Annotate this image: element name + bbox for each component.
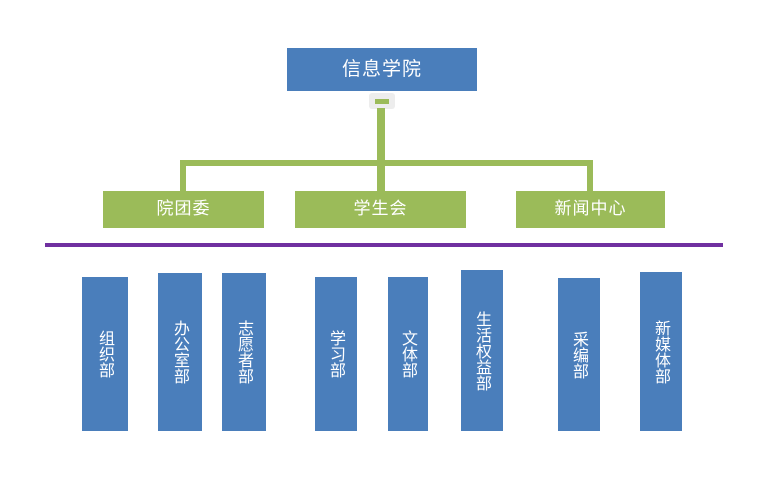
minus-icon bbox=[375, 98, 389, 104]
leaf-node-organization-dept[interactable]: 组织部 bbox=[82, 277, 128, 431]
leaf-node-arts-sports-dept[interactable]: 文体部 bbox=[388, 277, 428, 431]
branch-node-student-union[interactable]: 学生会 bbox=[295, 191, 466, 228]
connector-root-stem bbox=[377, 108, 385, 168]
leaf-node-new-media-dept[interactable]: 新媒体部 bbox=[640, 272, 682, 431]
connector-drop-branch-1 bbox=[180, 160, 186, 192]
connector-drop-branch-3 bbox=[587, 160, 593, 192]
section-divider bbox=[45, 243, 723, 247]
leaf-node-editorial-dept[interactable]: 采编部 bbox=[558, 278, 600, 431]
leaf-node-office-dept[interactable]: 办公室部 bbox=[158, 273, 202, 431]
branch-node-youth-league[interactable]: 院团委 bbox=[103, 191, 264, 228]
leaf-node-life-rights-dept[interactable]: 生活权益部 bbox=[461, 270, 503, 431]
collapse-toggle-button[interactable] bbox=[369, 93, 395, 109]
connector-horizontal-bus bbox=[180, 160, 593, 166]
connector-drop-branch-2 bbox=[377, 160, 385, 192]
branch-node-news-center[interactable]: 新闻中心 bbox=[516, 191, 665, 228]
leaf-node-volunteer-dept[interactable]: 志愿者部 bbox=[222, 273, 266, 431]
root-node-information-college[interactable]: 信息学院 bbox=[287, 48, 477, 91]
leaf-node-study-dept[interactable]: 学习部 bbox=[315, 277, 357, 431]
